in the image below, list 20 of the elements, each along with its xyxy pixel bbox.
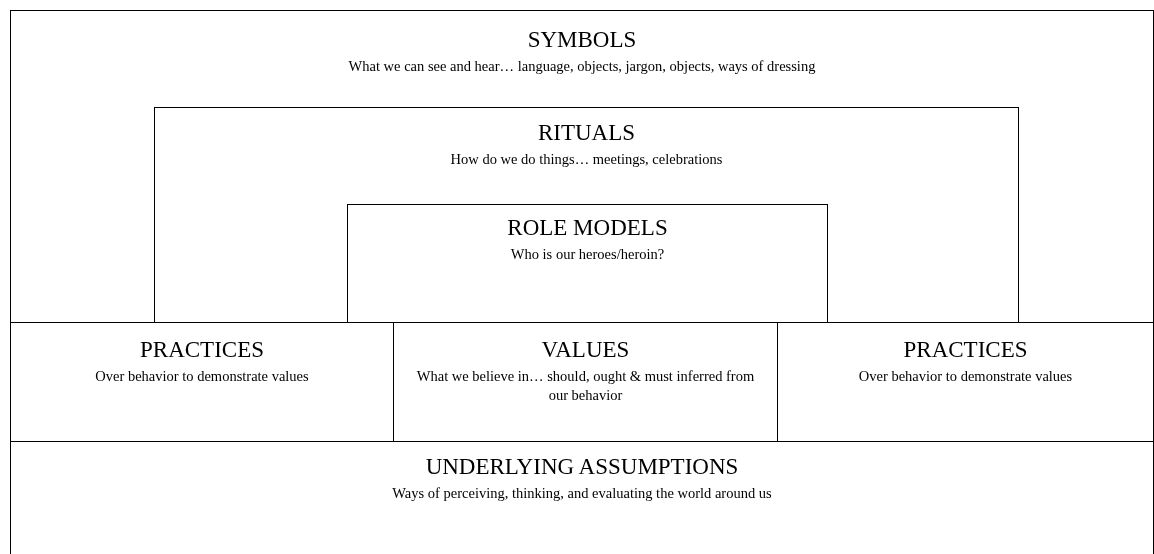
description: Who is our heroes/heroin?	[509, 245, 666, 264]
description: How do we do things… meetings, celebrations	[449, 150, 724, 169]
description: What we believe in… should, ought & must inferred from our behavior	[415, 367, 756, 405]
description: What we can see and hear… language, objects, jargon, objects, ways of dressing	[347, 57, 817, 76]
heading: UNDERLYING ASSUMPTIONS	[424, 454, 740, 480]
heading: PRACTICES	[139, 337, 265, 363]
side-box	[10, 322, 394, 442]
heading: RITUALS	[536, 120, 637, 146]
inner-box	[347, 204, 828, 325]
heading: ROLE MODELS	[506, 215, 669, 241]
nested-box	[154, 107, 1019, 324]
description: Over behavior to demonstrate values	[857, 367, 1074, 386]
side-box	[777, 322, 1154, 442]
heading: VALUES	[540, 337, 631, 363]
description: Over behavior to demonstrate values	[94, 367, 310, 386]
base-box	[10, 441, 1154, 554]
heading: SYMBOLS	[526, 27, 638, 53]
description: Ways of perceiving, thinking, and evaluating the world around us	[391, 484, 773, 503]
outer-box	[10, 10, 1154, 323]
heading: PRACTICES	[902, 337, 1029, 363]
